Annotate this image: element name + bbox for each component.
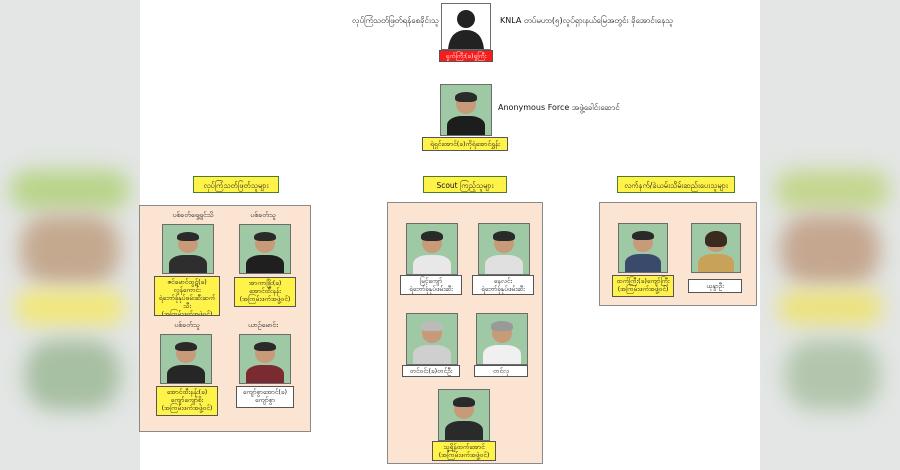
group-header-weapon-keepers: လက်နက်/ခဲယမ်းသိမ်းဆည်းပေးသူများ [617,176,735,193]
member-caption: နေလင်း ရဲဘော်ခုံနုပ်ဖမ်းဆီး [472,275,534,295]
leader-name: ရဲရှင်အောင်(ခ)ကိုရဲအောင်ရွှန်း [422,137,508,151]
member-photo [239,334,291,384]
group-header-assassins: လုပ်ကြံသတ်ဖြတ်သူများ [193,176,279,193]
instigator-name: ရှက်ကြီး(ခ)ရှကြီး [439,50,493,62]
member-photo [406,223,458,275]
scouts-panel: မြင့်ကျော် ရဲဘော်ခုံနုပ်ဖမ်းဆီး နေလင်း ရ… [387,202,543,464]
member-caption: မြင့်ကျော် ရဲဘော်ခုံနုပ်ဖမ်းဆီး [400,275,462,295]
right-blurred-backdrop [760,0,900,470]
member-caption: အာကာဖြိုး(ခ) အောင်ထီးနန်း (အကြမ်းဖက်အဖွဲ… [234,277,296,307]
member-role: ပစ်ခတ်သူ [174,321,200,329]
member-photo [618,223,668,273]
member-caption: သူရိန်ထက်အောင် (အကြမ်းဖက်အဖွဲ့ဝင်) [432,441,496,461]
silhouette-photo [441,3,491,50]
member-role: ပစ်ခတ်သူ [250,211,276,219]
group-header-scouts: Scout ကြည့်သူများ [423,176,507,193]
org-chart: လုပ်ကြံသတ်ဖြတ်ရန်စေခိုင်းသူ ရှက်ကြီး(ခ)ရ… [139,0,760,470]
left-blurred-backdrop [0,0,140,470]
member-photo [691,223,741,273]
member-photo [478,223,530,275]
instigator-location-label: KNLA တပ်မဟာ(၅)လှုပ်ရှားနယ်မြေအတွင်း ခိုအ… [500,16,673,25]
member-caption: ယုန္ဒာဦး [688,279,742,293]
member-caption: တင်ဝင်း(ခ)တင်ဦး [402,365,460,377]
member-caption: အောင်ထီးနန်း(ခ) ကျော်ကျော်စိုး (အကြမ်းဖက… [156,386,218,416]
member-photo [438,389,490,441]
assassins-panel: ပစ်ခတ်ရှေ့ရှင်သိ ပစ်ခတ်သူ ဇင်မောင်ထွဋ်(ခ… [139,205,311,432]
leader-role-label: Anonymous Force အဖွဲ့ခေါင်းဆောင် [498,103,620,112]
member-photo [476,313,528,365]
weapon-keepers-panel: ထက်ကြီး(ခ)ကျော်ကြီး (အကြမ်းဖက်အဖွဲ့ဝင်) … [599,202,757,306]
member-photo [160,334,212,384]
member-role: ပစ်ခတ်ရှေ့ရှင်သိ [172,211,214,219]
member-caption: ဇင်မောင်ထွဋ်(ခ) လွန်ကောင်း ရဲဘော်ခုံနုပ်… [154,276,220,316]
person-silhouette-icon [448,10,484,49]
member-photo [162,224,214,274]
instigator-role-label: လုပ်ကြံသတ်ဖြတ်ရန်စေခိုင်းသူ [352,16,439,25]
member-caption: ထက်ကြီး(ခ)ကျော်ကြီး (အကြမ်းဖက်အဖွဲ့ဝင်) [612,275,674,297]
member-role: ယာဉ်မောင်း [248,321,278,329]
member-photo [406,313,458,365]
member-caption: ကျော်စွာအောင်(ခ) ကျော်စွာ [236,386,294,408]
member-caption: တင်လှ [474,365,528,377]
member-photo [239,224,291,274]
leader-photo [440,84,492,136]
